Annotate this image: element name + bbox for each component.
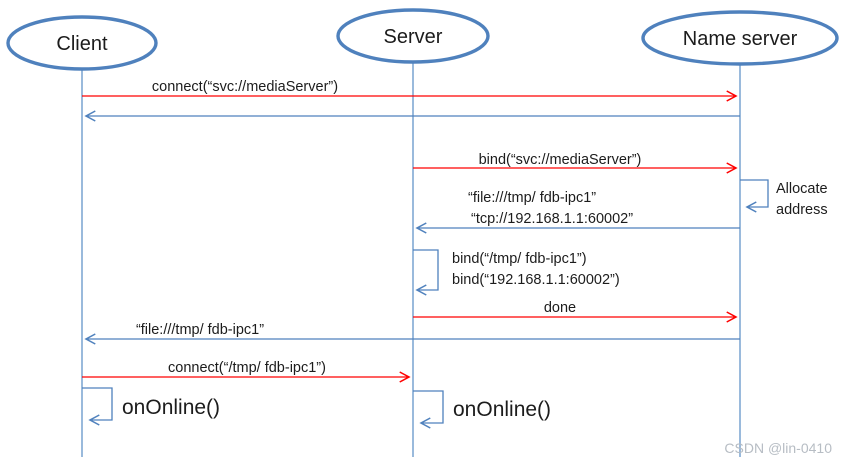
message-bind-svc: bind(“svc://mediaServer”) [413, 152, 738, 174]
name-server-ellipse [641, 10, 839, 66]
ononline-server-label: onOnline() [453, 398, 551, 421]
message-connect-tmp-label: connect(“/tmp/ fdb-ipc1”) [168, 360, 326, 376]
allocate-label-line2: address [776, 202, 828, 218]
message-bind-svc-label: bind(“svc://mediaServer”) [479, 152, 642, 168]
self-loop-bind-local: bind(“/tmp/ fdb-ipc1”) bind(“192.168.1.1… [413, 249, 620, 296]
message-connect-svc-label: connect(“svc://mediaServer”) [152, 79, 338, 95]
actor-server: Server [336, 8, 490, 64]
address-reply-line1: “file:///tmp/ fdb-ipc1” [468, 190, 596, 206]
ononline-server-path [413, 390, 444, 429]
server-label: Server [384, 26, 443, 48]
message-connect-tmp: connect(“/tmp/ fdb-ipc1”) [82, 360, 411, 383]
ononline-client-label: onOnline() [122, 396, 220, 419]
message-connect-svc: connect(“svc://mediaServer”) [82, 79, 738, 102]
client-ellipse [6, 15, 158, 71]
server-ellipse [336, 8, 490, 64]
actor-name-server: Name server [641, 10, 839, 66]
self-loop-allocate-address: Allocate address [740, 179, 828, 218]
message-done: done [413, 300, 738, 323]
csdn-watermark: CSDN @lin-0410 [724, 440, 832, 456]
allocate-label-line1: Allocate [776, 181, 828, 197]
self-loop-ononline-client: onOnline() [82, 387, 220, 426]
message-done-label: done [544, 300, 576, 316]
bind-local-line1: bind(“/tmp/ fdb-ipc1”) [452, 251, 587, 267]
self-loop-ononline-server: onOnline() [413, 390, 551, 429]
message-address-reply: “file:///tmp/ fdb-ipc1” “tcp://192.168.1… [415, 190, 740, 234]
self-loop-bind-path [413, 249, 439, 296]
bind-local-line2: bind(“192.168.1.1:60002”) [452, 272, 620, 288]
client-label: Client [56, 33, 108, 55]
name-server-label: Name server [683, 28, 798, 50]
message-file-reply-label: “file:///tmp/ fdb-ipc1” [136, 322, 264, 338]
ononline-client-path [82, 387, 113, 426]
actor-client: Client [6, 15, 158, 71]
self-loop-allocate-path [740, 179, 769, 213]
address-reply-line2: “tcp://192.168.1.1:60002” [471, 211, 633, 227]
message-file-reply: “file:///tmp/ fdb-ipc1” [84, 322, 740, 345]
